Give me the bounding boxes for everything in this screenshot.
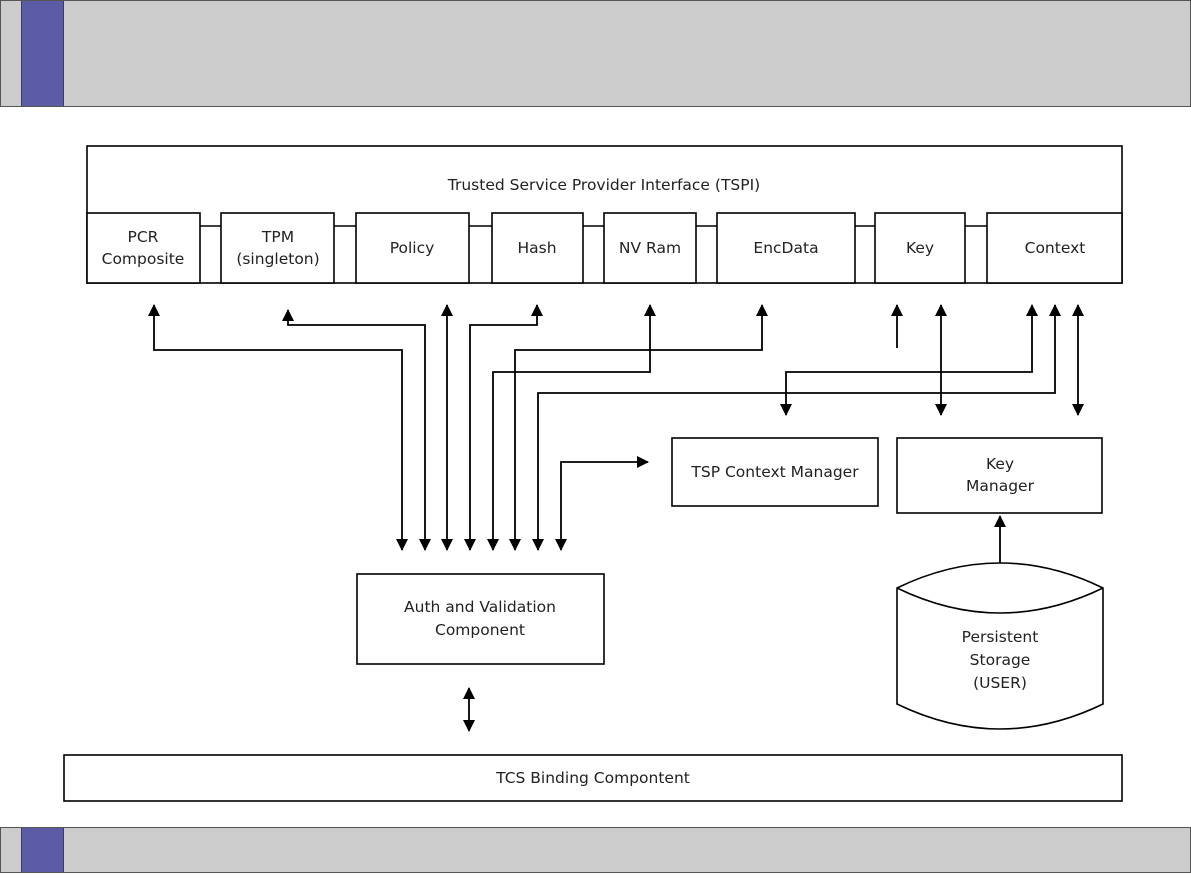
tpm-box: TPM (singleton): [220, 212, 335, 284]
pcr-label-line1: PCR: [128, 228, 159, 246]
nvram-box: NV Ram: [603, 212, 697, 284]
policy-box: Policy: [355, 212, 470, 284]
storage-label-line2: Storage: [970, 651, 1031, 669]
tpm-label-line1: TPM: [261, 228, 294, 246]
storage-label-line1: Persistent: [962, 628, 1039, 646]
arrow-nvram-auth: [487, 304, 656, 551]
key-box: Key: [874, 212, 966, 284]
tcs-binding-box: TCS Binding Compontent: [63, 754, 1123, 802]
context-label: Context: [1025, 239, 1086, 257]
bottom-footer-band: [0, 827, 1191, 873]
arrow-hash-auth: [464, 304, 543, 551]
footer-accent-bar: [21, 828, 64, 872]
tsp-context-manager-box: TSP Context Manager: [671, 437, 879, 507]
key-manager-label-line1: Key: [986, 455, 1014, 473]
storage-label-line3: (USER): [973, 674, 1027, 692]
key-label: Key: [906, 239, 934, 257]
hash-label: Hash: [517, 239, 556, 257]
arrow-encdata-auth: [509, 304, 768, 551]
tpm-label-line2: (singleton): [236, 250, 319, 268]
auth-validation-box: Auth and Validation Component: [356, 573, 605, 665]
auth-label-line1: Auth and Validation: [404, 598, 556, 616]
key-manager-box: Key Manager: [896, 437, 1103, 514]
tcs-binding-label: TCS Binding Compontent: [495, 769, 690, 787]
encdata-box: EncData: [716, 212, 856, 284]
arrow-tpm-auth: [282, 309, 431, 551]
policy-label: Policy: [390, 239, 435, 257]
arrow-auth-contextmanager: [555, 456, 649, 551]
pcr-composite-box: PCR Composite: [86, 212, 201, 284]
pcr-label-line2: Composite: [102, 250, 185, 268]
auth-label-line2: Component: [435, 621, 525, 639]
nvram-label: NV Ram: [619, 239, 681, 257]
hash-box: Hash: [491, 212, 584, 284]
key-manager-label-line2: Manager: [966, 477, 1035, 495]
context-box: Context: [986, 212, 1123, 284]
context-manager-label: TSP Context Manager: [690, 463, 859, 481]
header-accent-bar: [21, 1, 64, 106]
persistent-storage-cylinder: Persistent Storage (USER): [896, 562, 1104, 730]
arrow-context-contextmanager: [780, 304, 1038, 416]
arrow-pcr-auth: [148, 304, 408, 551]
top-header-band: [0, 0, 1191, 107]
tspi-title: Trusted Service Provider Interface (TSPI…: [447, 176, 760, 194]
encdata-label: EncData: [753, 239, 818, 257]
